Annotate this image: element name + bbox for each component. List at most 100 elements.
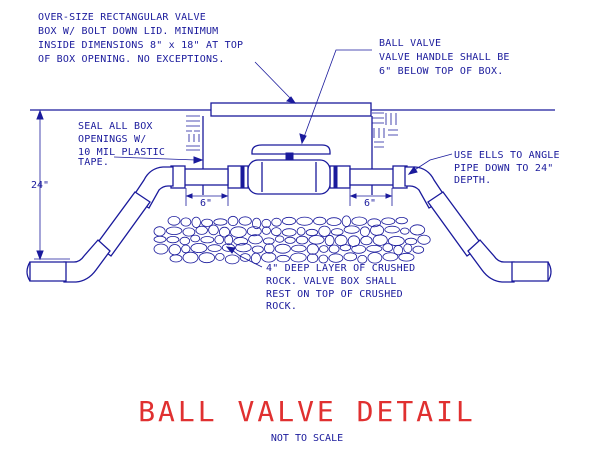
rock-pebble — [296, 216, 313, 226]
rock-pebble — [343, 225, 360, 234]
svg-text:OPENINGS W/: OPENINGS W/ — [78, 134, 146, 145]
leader-ells — [407, 153, 453, 175]
rock-pebble — [201, 218, 214, 227]
rock-pebble — [262, 237, 275, 245]
rock-pebble — [224, 254, 240, 265]
rock-pebble — [281, 216, 297, 226]
note-valve-box: OVER-SIZE RECTANGULAR VALVE BOX W/ BOLT … — [38, 12, 243, 65]
rock-pebble — [324, 234, 335, 247]
rock-pebble — [308, 235, 325, 245]
leader-rock — [225, 246, 263, 268]
leader-seal — [113, 156, 204, 164]
rock-pebble — [182, 227, 196, 237]
rock-pebble — [319, 245, 329, 253]
rock-pebble — [252, 217, 262, 230]
rock-pebble — [339, 244, 352, 252]
svg-text:ROCK. VALVE BOX SHALL: ROCK. VALVE BOX SHALL — [266, 276, 397, 287]
rock-pebble — [284, 236, 296, 244]
right-offset-dimension — [349, 188, 393, 206]
rock-pebble — [261, 252, 277, 263]
rock-pebble — [207, 244, 222, 252]
rock-pebble — [214, 235, 225, 245]
rock-pebble — [167, 216, 181, 226]
svg-text:DEPTH.: DEPTH. — [454, 175, 491, 186]
rock-pebble — [169, 254, 183, 263]
svg-text:OF BOX OPENING. NO EXCEPTIONS: OF BOX OPENING. NO EXCEPTIONS. — [38, 54, 225, 65]
rock-pebble — [263, 243, 275, 254]
rock-pebble — [179, 236, 191, 245]
rock-pebble — [248, 234, 263, 245]
crushed-rock-layer — [153, 215, 431, 265]
pipe-horizontal-right — [349, 165, 408, 189]
rock-pebble — [330, 228, 344, 236]
pipe-horizontal-left — [170, 165, 229, 189]
svg-text:REST ON TOP OF CRUSHED: REST ON TOP OF CRUSHED — [266, 289, 403, 300]
drawing-subtitle: NOT TO SCALE — [271, 433, 343, 444]
ground-hatch-left — [185, 111, 203, 153]
rock-pebble — [261, 226, 271, 235]
rock-pebble — [261, 218, 272, 228]
left-offset-label: 6" — [200, 198, 212, 209]
rock-pebble — [326, 217, 342, 226]
rock-pebble — [351, 216, 368, 226]
rock-pebble — [357, 254, 368, 264]
rock-pebble — [328, 244, 340, 254]
pipe-ell-right — [404, 166, 552, 283]
rock-pebble — [306, 243, 319, 255]
rock-pebble — [276, 254, 290, 263]
rock-pebble — [351, 244, 367, 254]
rock-pebble — [305, 228, 319, 237]
rock-pebble — [270, 227, 282, 237]
rock-pebble — [190, 242, 208, 253]
rock-pebble — [400, 227, 410, 235]
rock-pebble — [395, 217, 408, 225]
rock-pebble — [238, 216, 252, 226]
rock-pebble — [218, 226, 230, 238]
svg-text:OVER-SIZE RECTANGULAR VALVE: OVER-SIZE RECTANGULAR VALVE — [38, 12, 206, 23]
rock-pebble — [412, 245, 425, 254]
rock-pebble — [384, 225, 400, 234]
rock-pebble — [195, 225, 208, 235]
rock-pebble — [251, 245, 264, 254]
rock-pebble — [409, 224, 426, 236]
rock-pebble — [227, 215, 239, 227]
rock-pebble — [291, 244, 307, 253]
rock-pebble — [341, 215, 352, 227]
rock-pebble — [246, 226, 262, 237]
rock-pebble — [318, 225, 331, 237]
rock-pebble — [166, 236, 180, 244]
rock-pebble — [313, 216, 327, 226]
svg-text:10 MIL PLASTIC: 10 MIL PLASTIC — [78, 147, 165, 158]
rock-pebble — [208, 224, 219, 236]
rock-pebble — [366, 244, 383, 253]
rock-pebble — [182, 251, 199, 264]
svg-text:BALL VALVE: BALL VALVE — [379, 38, 441, 49]
rock-pebble — [153, 235, 167, 243]
rock-pebble — [359, 226, 370, 237]
svg-text:VALVE HANDLE SHALL BE: VALVE HANDLE SHALL BE — [379, 52, 510, 63]
svg-text:TAPE.: TAPE. — [78, 157, 109, 168]
rock-pebble — [181, 244, 191, 254]
rock-pebble — [230, 226, 247, 238]
rock-pebble — [382, 243, 394, 253]
note-ells: USE ELLS TO ANGLE PIPE DOWN TO 24" DEPTH… — [454, 150, 560, 186]
rock-pebble — [381, 217, 396, 225]
rock-pebble — [165, 226, 183, 235]
rock-pebble — [274, 235, 285, 243]
valve-box-lid — [210, 102, 372, 117]
rock-pebble — [215, 252, 225, 261]
pipe-ell-left — [26, 166, 174, 283]
rock-pebble — [367, 252, 383, 264]
rock-pebble — [367, 218, 382, 228]
note-ball-valve: BALL VALVE VALVE HANDLE SHALL BE 6" BELO… — [379, 38, 510, 77]
rock-pebble — [398, 252, 415, 262]
leader-valve-box — [254, 61, 297, 104]
rock-pebble — [417, 234, 431, 245]
rock-pebble — [168, 244, 182, 256]
drawing-title: BALL VALVE DETAIL — [138, 395, 476, 428]
svg-text:INSIDE DIMENSIONS 8" x 18" AT: INSIDE DIMENSIONS 8" x 18" AT TOP — [38, 40, 243, 51]
rock-pebble — [239, 253, 251, 262]
svg-text:PIPE DOWN TO 24": PIPE DOWN TO 24" — [454, 163, 554, 174]
